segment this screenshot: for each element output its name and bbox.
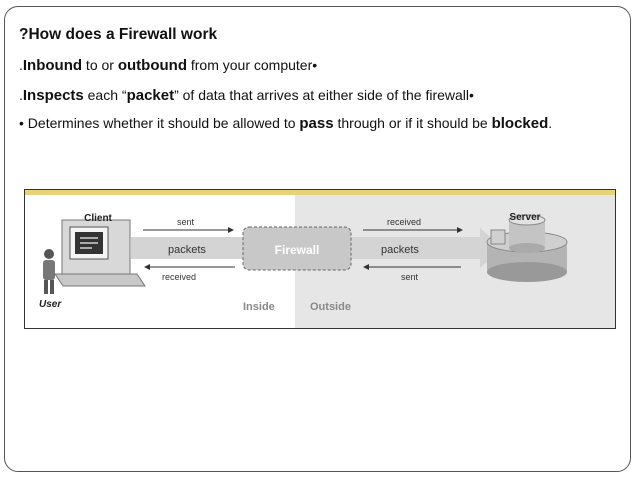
client-label: Client bbox=[84, 213, 112, 224]
firewall-diagram-svg: Firewall Client User bbox=[25, 190, 615, 328]
firewall-box bbox=[242, 226, 352, 271]
bullet-inbound: .Inbound to or outbound from your comput… bbox=[19, 57, 317, 74]
inside-label: Inside bbox=[243, 301, 275, 313]
right-packets-label: packets bbox=[381, 244, 419, 256]
firewall-diagram: Firewall Client User bbox=[24, 189, 616, 329]
slide-title: ?How does a Firewall work bbox=[19, 26, 218, 43]
slide: ?How does a Firewall work .Inbound to or… bbox=[4, 6, 631, 472]
outside-label: Outside bbox=[310, 301, 351, 313]
server-icon bbox=[486, 214, 568, 282]
server-label: Server bbox=[509, 212, 540, 223]
bullet-text: each “ bbox=[83, 87, 127, 103]
left-sent-label: sent bbox=[177, 217, 195, 227]
arrowhead bbox=[363, 264, 369, 270]
left-packets-label: packets bbox=[168, 244, 206, 256]
term-blocked: blocked bbox=[491, 115, 549, 132]
client-computer-icon bbox=[54, 219, 146, 287]
arrowhead bbox=[144, 264, 150, 270]
bullet-text: . bbox=[548, 115, 553, 131]
term-pass: pass bbox=[299, 115, 334, 132]
bullet-text: Determines whether it should be allowed … bbox=[27, 115, 300, 131]
user-label: User bbox=[39, 299, 62, 310]
left-received-label: received bbox=[162, 272, 196, 282]
right-sent-label: sent bbox=[401, 272, 419, 282]
bullet-text: to or bbox=[82, 57, 118, 73]
term-inbound: Inbound bbox=[22, 57, 83, 74]
bullet-prefix: • bbox=[19, 115, 28, 131]
bullet-text: from your computer• bbox=[186, 57, 318, 73]
arrowhead bbox=[228, 227, 234, 233]
term-packet: packet bbox=[126, 87, 175, 104]
bullet-inspects: .Inspects each “packet” of data that arr… bbox=[19, 87, 474, 104]
term-outbound: outbound bbox=[117, 57, 187, 74]
bullet-text: ” of data that arrives at either side of… bbox=[174, 87, 474, 103]
diagram-top-strip bbox=[25, 190, 615, 195]
firewall-label: Firewall bbox=[275, 243, 320, 257]
bullet-prefix: . bbox=[19, 87, 23, 103]
right-received-label: received bbox=[387, 217, 421, 227]
user-icon bbox=[43, 249, 55, 294]
bullet-prefix: . bbox=[19, 57, 23, 73]
arrowhead bbox=[457, 227, 463, 233]
bullet-text: through or if it should be bbox=[333, 115, 492, 131]
bullet-determines: • Determines whether it should be allowe… bbox=[19, 115, 552, 132]
term-inspects: Inspects bbox=[22, 87, 84, 104]
